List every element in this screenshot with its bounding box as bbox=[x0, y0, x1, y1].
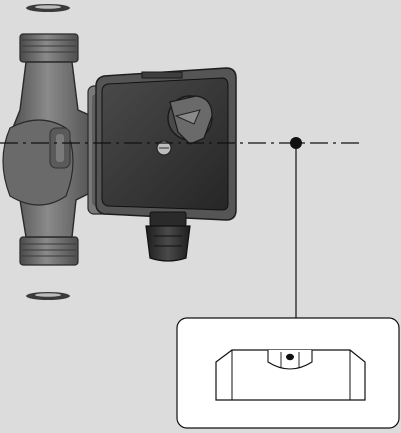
speed-selector-knob bbox=[167, 95, 213, 145]
spirit-level-icon bbox=[215, 349, 366, 401]
top-gasket bbox=[26, 4, 70, 12]
leader-line bbox=[290, 137, 302, 318]
cable-connector bbox=[145, 211, 191, 262]
screw-icon bbox=[156, 140, 172, 156]
spirit-level-callout bbox=[176, 317, 400, 429]
bottom-gasket bbox=[26, 292, 70, 300]
control-box bbox=[95, 67, 237, 221]
pump-housing bbox=[2, 33, 111, 266]
